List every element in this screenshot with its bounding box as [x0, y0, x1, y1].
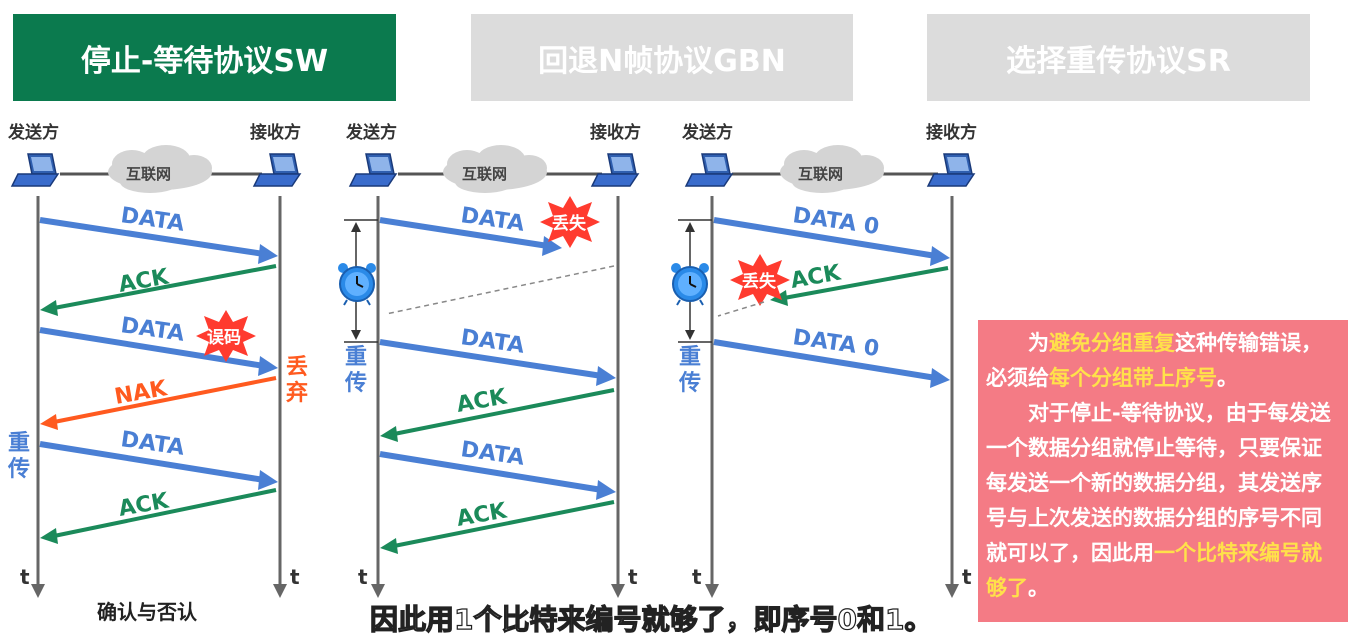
sender-laptop-icon — [349, 153, 397, 187]
lost-label: 丢失 — [742, 271, 777, 292]
note-paragraph-1: 为避免分组重复这种传输错误，必须给每个分组带上序号。 — [986, 331, 1322, 390]
sender-label: 发送方 — [681, 122, 733, 143]
internet-label: 互联网 — [462, 165, 507, 183]
panel-data-lost: 发送方 接收方 互联网 t t DATA 丢失 重 传 DATA — [337, 122, 641, 598]
internet-label: 互联网 — [798, 165, 843, 183]
receiver-laptop-icon — [253, 153, 301, 187]
nak-label: NAK — [113, 376, 170, 410]
ack-label: ACK — [455, 498, 510, 532]
discard-label-2: 弃 — [286, 380, 308, 406]
tab-go-back-n[interactable]: 回退N帧协议GBN — [471, 14, 853, 101]
retransmit-label-1: 重 — [679, 345, 701, 370]
ack-label: ACK — [117, 488, 172, 522]
sender-label: 发送方 — [7, 122, 59, 143]
time-axis-label: t — [962, 565, 972, 589]
timer-clock-icon — [337, 262, 377, 306]
diagram-caption: 确认与否认 — [97, 600, 197, 624]
lost-label: 丢失 — [552, 213, 587, 234]
note-paragraph-2: 对于停止-等待协议，由于每发送一个数据分组就停止等待，只要保证每发送一个新的数据… — [986, 401, 1331, 600]
panel-stop-and-wait: 发送方 接收方 互联网 t t DATA ACK DATA 误码 丢 弃 NAK — [7, 122, 308, 598]
sender-laptop-icon — [11, 153, 59, 187]
time-axis-label: t — [20, 565, 30, 589]
receiver-label: 接收方 — [250, 122, 301, 143]
receiver-label: 接收方 — [926, 122, 977, 143]
error-label: 误码 — [207, 328, 241, 348]
retransmit-label-1: 重 — [345, 345, 367, 370]
receiver-laptop-icon — [927, 153, 975, 187]
receiver-label: 接收方 — [590, 122, 641, 143]
time-axis-label: t — [628, 565, 638, 589]
sender-label: 发送方 — [345, 122, 397, 143]
time-axis-label: t — [358, 565, 368, 589]
video-subtitle: 因此用1个比特来编号就够了，即序号0和1。 — [369, 602, 933, 636]
discard-label-1: 丢 — [286, 355, 308, 380]
retransmit-label-2: 传 — [344, 371, 367, 396]
time-axis-label: t — [692, 565, 702, 589]
retransmit-label-1: 重 — [8, 431, 30, 456]
retransmit-label-2: 传 — [7, 457, 30, 482]
explanation-note: 为避免分组重复这种传输错误，必须给每个分组带上序号。 对于停止-等待协议，由于每… — [978, 320, 1348, 622]
ack-label: ACK — [117, 264, 172, 298]
tab-selective-repeat[interactable]: 选择重传协议SR — [927, 14, 1310, 101]
receiver-laptop-icon — [591, 153, 639, 187]
time-axis-label: t — [290, 565, 300, 589]
internet-label: 互联网 — [126, 165, 171, 183]
sender-laptop-icon — [685, 153, 733, 187]
panel-ack-lost: 发送方 接收方 互联网 t t DATA 0 ACK 丢失 重 传 — [670, 122, 977, 598]
tab-stop-and-wait[interactable]: 停止-等待协议SW — [13, 14, 396, 101]
retransmit-label-2: 传 — [678, 371, 701, 396]
timer-clock-icon — [670, 262, 710, 306]
